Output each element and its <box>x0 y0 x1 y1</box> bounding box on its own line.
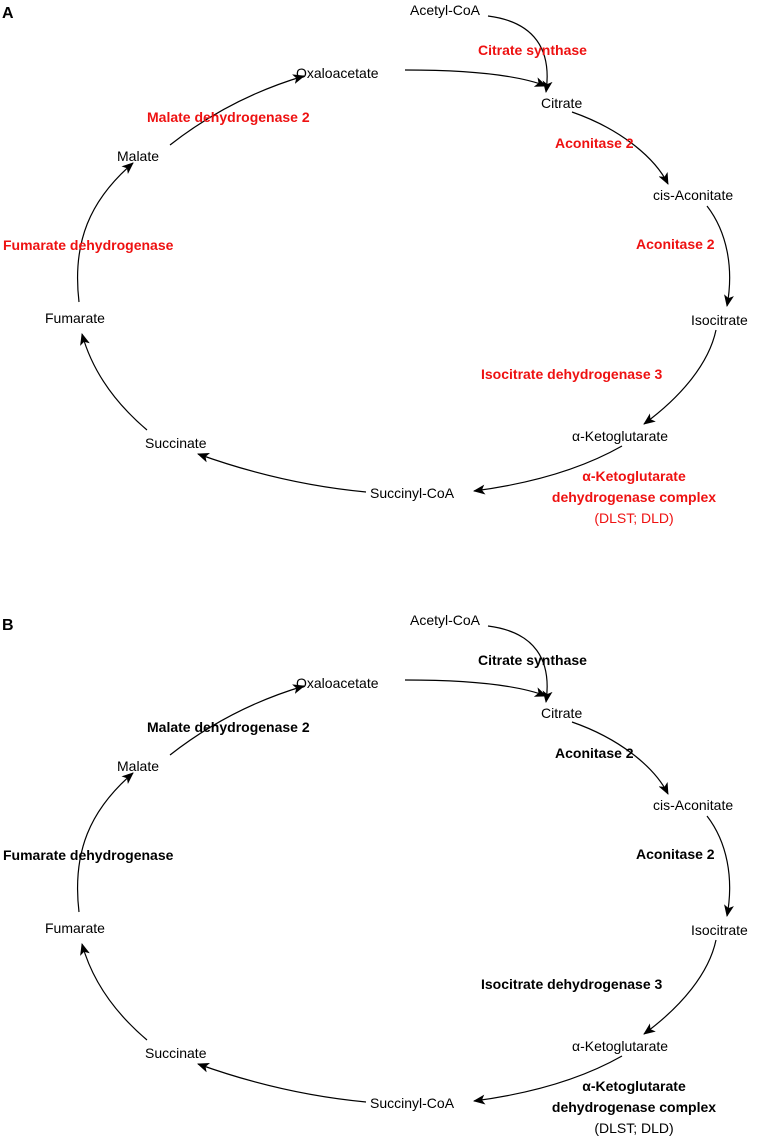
arrow-oxaloacetate-to-citrate <box>404 69 547 87</box>
arrow-succinate-to-fumarate <box>80 943 148 1041</box>
enzyme-malate-dehydrogenase-2: Malate dehydrogenase 2 <box>147 109 310 125</box>
metabolite-cis-aconitate: cis-Aconitate <box>653 187 733 203</box>
enzyme-citrate-synthase: Citrate synthase <box>478 42 587 58</box>
arrow-fumarate-to-malate <box>76 772 134 913</box>
enzyme-fumarate-dehydrogenase: Fumarate dehydrogenase <box>3 237 174 253</box>
metabolite-malate: Malate <box>117 758 159 774</box>
metabolite-acetyl-coa: Acetyl-CoA <box>410 612 481 628</box>
metabolite-succinate: Succinate <box>145 435 207 451</box>
enzyme-akg-dh-subunits: (DLST; DLD) <box>594 1120 673 1136</box>
arrow-acetyl-coa-to-citrate <box>487 625 553 703</box>
arrow-acetyl-coa-to-citrate <box>487 15 553 93</box>
enzyme-akg-dh-line2: dehydrogenase complex <box>552 1099 716 1115</box>
metabolite-succinyl-coa: Succinyl-CoA <box>370 1095 455 1111</box>
enzyme-akg-dh-line1: α-Ketoglutarate <box>582 468 686 484</box>
metabolite-acetyl-coa: Acetyl-CoA <box>410 2 481 18</box>
metabolite-malate: Malate <box>117 148 159 164</box>
arrow-isocitrate-to-alpha-ketoglutarate <box>643 939 717 1035</box>
enzyme-labels: Citrate synthase Aconitase 2 Aconitase 2… <box>3 652 716 1136</box>
metabolite-alpha-ketoglutarate: α-Ketoglutarate <box>572 428 668 444</box>
panel-a: A Acetyl-CoA Oxaloacetate Citrate cis-Ac… <box>2 2 748 526</box>
metabolite-oxaloacetate: Oxaloacetate <box>296 675 379 691</box>
enzyme-akg-dh-line2: dehydrogenase complex <box>552 489 716 505</box>
arrow-succinyl-coa-to-succinate <box>197 453 367 493</box>
arrow-succinate-to-fumarate <box>80 333 148 431</box>
enzyme-aconitase-2-first: Aconitase 2 <box>555 745 634 761</box>
metabolite-succinyl-coa: Succinyl-CoA <box>370 485 455 501</box>
metabolite-alpha-ketoglutarate: α-Ketoglutarate <box>572 1038 668 1054</box>
metabolite-isocitrate: Isocitrate <box>691 922 748 938</box>
panel-letter: B <box>2 617 14 634</box>
enzyme-akg-dh-line1: α-Ketoglutarate <box>582 1078 686 1094</box>
arrow-isocitrate-to-alpha-ketoglutarate <box>643 329 717 425</box>
enzyme-labels: Citrate synthase Aconitase 2 Aconitase 2… <box>3 42 716 526</box>
arrow-cis-aconitate-to-isocitrate <box>706 815 734 917</box>
enzyme-aconitase-2-first: Aconitase 2 <box>555 135 634 151</box>
cycle-arrows <box>76 15 734 495</box>
arrow-alpha-ketoglutarate-to-succinyl-coa <box>473 445 623 495</box>
metabolite-oxaloacetate: Oxaloacetate <box>296 65 379 81</box>
metabolite-cis-aconitate: cis-Aconitate <box>653 797 733 813</box>
panel-b: B Acetyl-CoA Oxaloacetate Citrate cis-Ac… <box>2 612 748 1136</box>
arrow-malate-to-oxaloacetate <box>169 74 305 146</box>
enzyme-citrate-synthase: Citrate synthase <box>478 652 587 668</box>
metabolite-fumarate: Fumarate <box>45 310 105 326</box>
enzyme-fumarate-dehydrogenase: Fumarate dehydrogenase <box>3 847 174 863</box>
enzyme-aconitase-2-second: Aconitase 2 <box>636 236 715 252</box>
metabolite-citrate: Citrate <box>541 705 582 721</box>
metabolite-fumarate: Fumarate <box>45 920 105 936</box>
cycle-arrows <box>76 625 734 1105</box>
arrow-malate-to-oxaloacetate <box>169 684 305 756</box>
metabolite-labels: Acetyl-CoA Oxaloacetate Citrate cis-Acon… <box>45 2 748 501</box>
arrow-succinyl-coa-to-succinate <box>197 1063 367 1103</box>
enzyme-akg-dh-subunits: (DLST; DLD) <box>594 510 673 526</box>
enzyme-malate-dehydrogenase-2: Malate dehydrogenase 2 <box>147 719 310 735</box>
metabolite-isocitrate: Isocitrate <box>691 312 748 328</box>
arrow-cis-aconitate-to-isocitrate <box>706 205 734 307</box>
metabolite-labels: Acetyl-CoA Oxaloacetate Citrate cis-Acon… <box>45 612 748 1111</box>
arrow-oxaloacetate-to-citrate <box>404 679 547 697</box>
arrow-alpha-ketoglutarate-to-succinyl-coa <box>473 1055 623 1105</box>
enzyme-isocitrate-dehydrogenase-3: Isocitrate dehydrogenase 3 <box>481 976 663 992</box>
enzyme-isocitrate-dehydrogenase-3: Isocitrate dehydrogenase 3 <box>481 366 663 382</box>
metabolite-succinate: Succinate <box>145 1045 207 1061</box>
arrow-citrate-to-cis-aconitate <box>571 721 669 795</box>
enzyme-aconitase-2-second: Aconitase 2 <box>636 846 715 862</box>
arrow-fumarate-to-malate <box>76 162 134 303</box>
metabolite-citrate: Citrate <box>541 95 582 111</box>
panel-letter: A <box>2 5 14 22</box>
arrow-citrate-to-cis-aconitate <box>571 111 669 185</box>
